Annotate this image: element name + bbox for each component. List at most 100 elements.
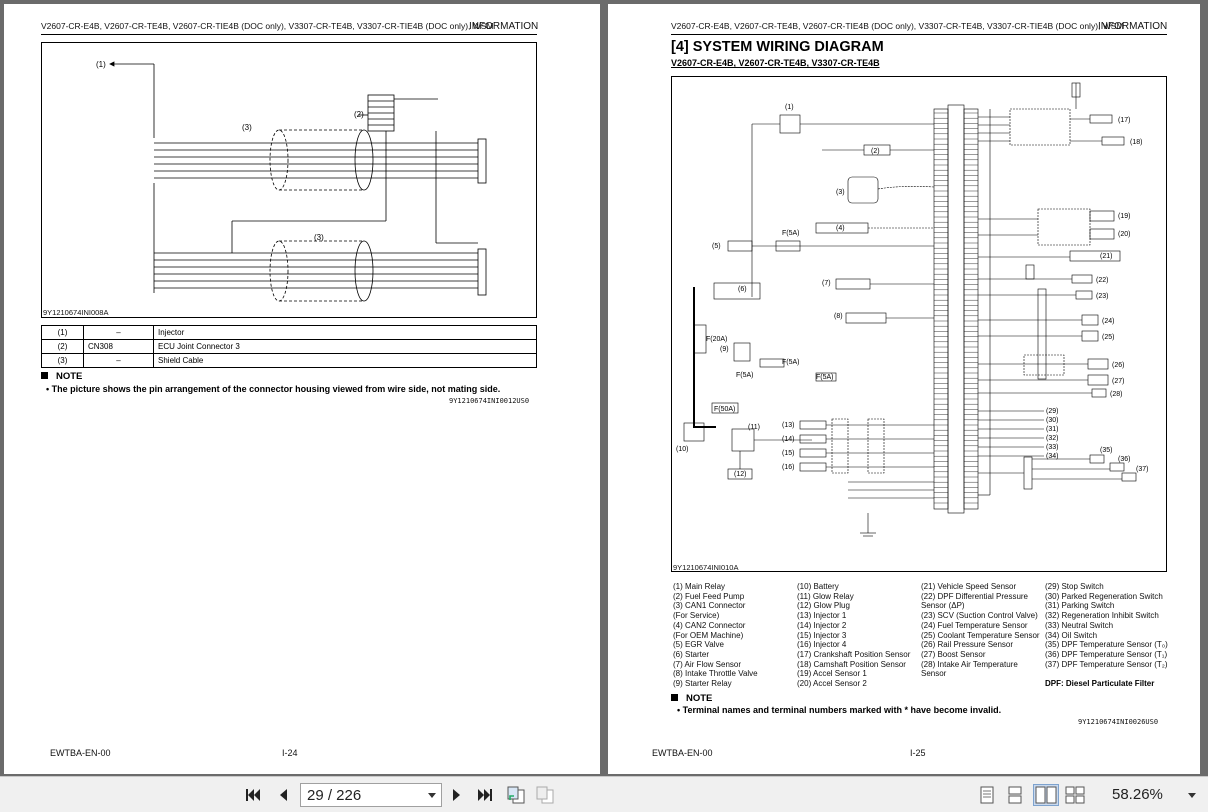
next-view-button[interactable] (534, 784, 556, 806)
list-item: (32) Regeneration Inhibit Switch (1045, 611, 1159, 621)
continuous-page-icon (1008, 786, 1022, 804)
footer-doc-code: EWTBA-EN-00 (50, 748, 111, 758)
legend-num: (2) (41, 339, 84, 354)
list-item: (9) Starter Relay (673, 679, 732, 689)
svg-text:(2): (2) (871, 148, 880, 155)
table-row: (3) – Shield Cable (41, 353, 537, 368)
ecu-pins (934, 112, 978, 504)
single-page-view-button[interactable] (976, 784, 998, 806)
svg-text:(7): (7) (822, 280, 831, 287)
svg-text:F(5A): F(5A) (736, 372, 754, 379)
page-left: V2607-CR-E4B, V2607-CR-TE4B, V2607-CR-TI… (4, 4, 600, 774)
square-bullet-icon (671, 694, 678, 701)
page-indicator: 29 / 226 (307, 787, 362, 804)
wiring-diagram: (1) (2) (3) (4) (5) (6) (7) (8) (9) (10)… (671, 76, 1167, 572)
zoom-level[interactable]: 58.26% (1112, 786, 1163, 803)
table-row: (1) – Injector (41, 325, 537, 340)
svg-text:(13): (13) (782, 422, 794, 429)
svg-text:(3): (3) (242, 123, 252, 132)
next-view-icon (536, 786, 554, 804)
parts-list-col2: (10) Battery (11) Glow Relay (12) Glow P… (797, 582, 910, 689)
svg-text:(1): (1) (96, 60, 106, 69)
list-item: (20) Accel Sensor 2 (797, 679, 867, 689)
list-item: (28) Intake Air Temperature (921, 659, 1018, 669)
last-page-button[interactable] (474, 784, 496, 806)
list-item: Sensor (921, 669, 947, 679)
viewer-toolbar: 29 / 226 58.26% (0, 776, 1208, 812)
svg-text:(33): (33) (1046, 444, 1058, 451)
footer-page-number: I-24 (282, 748, 298, 758)
next-page-button[interactable] (446, 784, 468, 806)
svg-text:(17): (17) (1118, 117, 1130, 124)
last-page-icon (478, 789, 492, 801)
section-title: [4] SYSTEM WIRING DIAGRAM (671, 39, 884, 55)
list-item: (14) Injector 2 (797, 620, 847, 630)
legend-code: – (83, 325, 154, 340)
chevron-down-icon[interactable] (428, 793, 436, 798)
table-row: (2) CN308 ECU Joint Connector 3 (41, 339, 537, 354)
svg-text:(26): (26) (1112, 362, 1124, 369)
reference-code: 9Y1210674INI0012US0 (449, 397, 530, 405)
zoom-dropdown-chevron-icon[interactable] (1188, 793, 1196, 798)
svg-text:(30): (30) (1046, 417, 1058, 424)
first-page-button[interactable] (242, 784, 264, 806)
document-viewport[interactable]: V2607-CR-E4B, V2607-CR-TE4B, V2607-CR-TI… (0, 0, 1208, 776)
legend-num: (3) (41, 353, 84, 368)
previous-page-icon (280, 789, 287, 801)
next-page-icon (453, 789, 460, 801)
list-item: (22) DPF Differential Pressure (921, 591, 1028, 601)
svg-text:(9): (9) (720, 346, 729, 353)
footer-page-number: I-25 (910, 748, 926, 758)
page-header: V2607-CR-E4B, V2607-CR-TE4B, V2607-CR-TI… (671, 21, 1124, 31)
list-item: (10) Battery (797, 582, 839, 591)
legend-table: (1) – Injector (2) CN308 ECU Joint Conne… (41, 325, 537, 368)
svg-text:(20): (20) (1118, 231, 1130, 238)
list-item: (3) CAN1 Connector (673, 601, 746, 611)
list-item: (17) Crankshaft Position Sensor (797, 649, 911, 659)
footer-doc-code: EWTBA-EN-00 (652, 748, 713, 758)
parts-list-col3: (21) Vehicle Speed Sensor (22) DPF Diffe… (921, 582, 1040, 679)
list-item: (1) Main Relay (673, 582, 726, 591)
square-bullet-icon (41, 372, 48, 379)
svg-text:(4): (4) (836, 225, 845, 232)
previous-view-button[interactable] (505, 784, 527, 806)
list-item: (12) Glow Plug (797, 601, 850, 611)
list-item: Sensor (ΔP) (921, 601, 965, 611)
legend-name: Shield Cable (153, 353, 537, 368)
continuous-view-button[interactable] (1004, 784, 1026, 806)
svg-text:(11): (11) (748, 424, 760, 431)
svg-text:F(20A): F(20A) (706, 336, 727, 343)
svg-text:(8): (8) (834, 313, 843, 320)
svg-text:(16): (16) (782, 464, 794, 471)
svg-text:(35): (35) (1100, 447, 1112, 454)
svg-text:(25): (25) (1102, 334, 1114, 341)
previous-page-button[interactable] (272, 784, 294, 806)
svg-text:(23): (23) (1096, 293, 1108, 300)
svg-text:F(5A): F(5A) (782, 359, 800, 366)
legend-name: ECU Joint Connector 3 (153, 339, 537, 354)
legend-code: CN308 (83, 339, 154, 354)
dpf-abbreviation: DPF: Diesel Particulate Filter (1045, 679, 1155, 688)
wiring-diagram-svg: (1) (2) (3) (4) (5) (6) (7) (8) (9) (10)… (676, 82, 1148, 537)
list-item: (34) Oil Switch (1045, 630, 1098, 640)
parts-list-col4: (29) Stop Switch (30) Parked Regeneratio… (1045, 582, 1168, 669)
svg-text:(37): (37) (1136, 466, 1148, 473)
list-item: (8) Intake Throttle Valve (673, 669, 758, 679)
list-item: (6) Starter (673, 649, 710, 659)
note-text: • The picture shows the pin arrangement … (46, 384, 501, 394)
page-right: V2607-CR-E4B, V2607-CR-TE4B, V2607-CR-TI… (608, 4, 1200, 774)
svg-text:F(5A): F(5A) (816, 374, 834, 381)
svg-text:(29): (29) (1046, 408, 1058, 415)
svg-text:(18): (18) (1130, 139, 1142, 146)
list-item: (27) Boost Sensor (921, 649, 986, 659)
figure-code: 9Y1210674INI008A (43, 308, 109, 317)
continuous-facing-view-button[interactable] (1064, 784, 1086, 806)
list-item: (4) CAN2 Connector (673, 620, 746, 630)
svg-text:(3): (3) (314, 233, 324, 242)
list-item: (37) DPF Temperature Sensor (T₂) (1045, 659, 1168, 669)
svg-text:(1): (1) (785, 104, 794, 111)
facing-pages-view-button[interactable] (1033, 784, 1059, 806)
first-page-icon (246, 789, 260, 801)
header-rule (41, 34, 537, 35)
page-number-input[interactable]: 29 / 226 (300, 783, 442, 807)
